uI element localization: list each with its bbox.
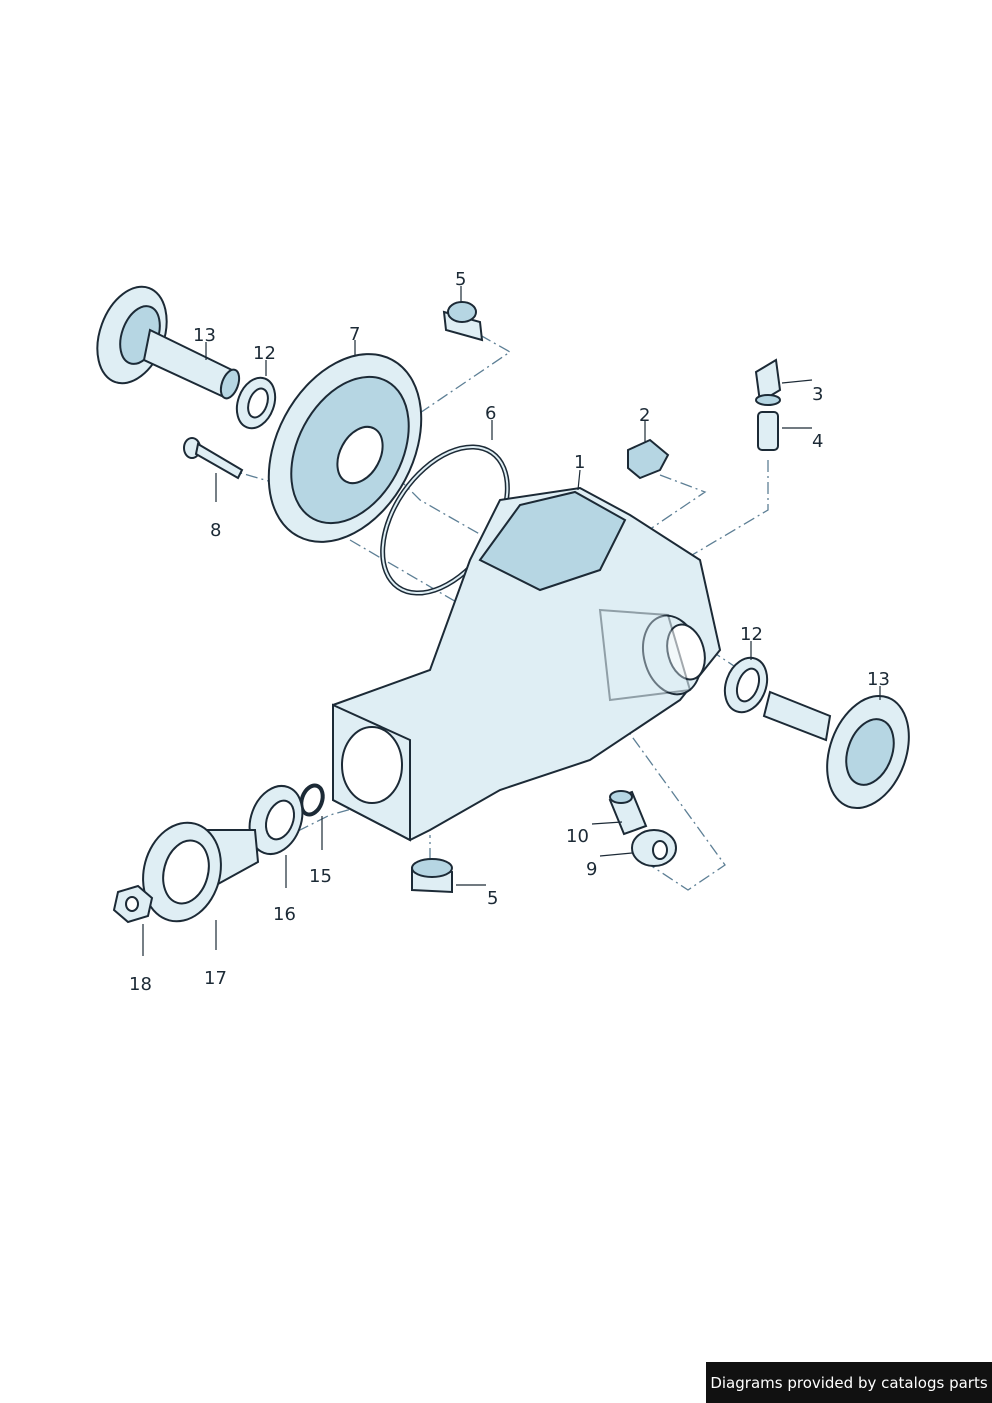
callout-4: 4 (812, 431, 823, 452)
breather-cap (754, 358, 782, 406)
callout-16: 16 (273, 904, 296, 925)
clip (627, 438, 670, 480)
bush (631, 829, 677, 867)
callout-7: 7 (349, 324, 360, 345)
circlip (299, 783, 325, 817)
hex-nut (112, 884, 154, 924)
seal-right (723, 656, 769, 714)
plug-top (442, 301, 484, 342)
bolt (183, 437, 244, 480)
callout-15: 15 (309, 866, 332, 887)
callout-5-bottom: 5 (487, 888, 498, 909)
plug-bottom (411, 858, 453, 894)
callout-3: 3 (812, 384, 823, 405)
drive-flange-right (762, 690, 910, 810)
housing-cover (267, 353, 423, 543)
callout-13-right: 13 (867, 669, 890, 690)
callout-12-right: 12 (740, 624, 763, 645)
callout-1: 1 (574, 452, 585, 473)
input-seal (248, 785, 304, 855)
callout-9: 9 (586, 859, 597, 880)
callout-12-left: 12 (253, 343, 276, 364)
callout-18: 18 (129, 974, 152, 995)
drive-flange-left (96, 285, 241, 400)
callout-6: 6 (485, 403, 496, 424)
callout-5-top: 5 (455, 269, 466, 290)
callout-8: 8 (210, 520, 221, 541)
breather-valve (757, 411, 779, 451)
sleeve (608, 790, 648, 836)
callout-labels: 1 2 3 4 5 5 6 7 8 9 10 12 12 13 13 15 16… (129, 269, 890, 995)
leader-lines (142, 286, 881, 956)
final-drive-housing (332, 486, 722, 842)
callout-2: 2 (639, 405, 650, 426)
callout-13-left: 13 (193, 325, 216, 346)
callout-10: 10 (566, 826, 589, 847)
credit-badge: Diagrams provided by catalogs parts (706, 1362, 992, 1403)
input-flange (142, 821, 260, 923)
seal-left (235, 376, 277, 430)
callout-17: 17 (204, 968, 227, 989)
